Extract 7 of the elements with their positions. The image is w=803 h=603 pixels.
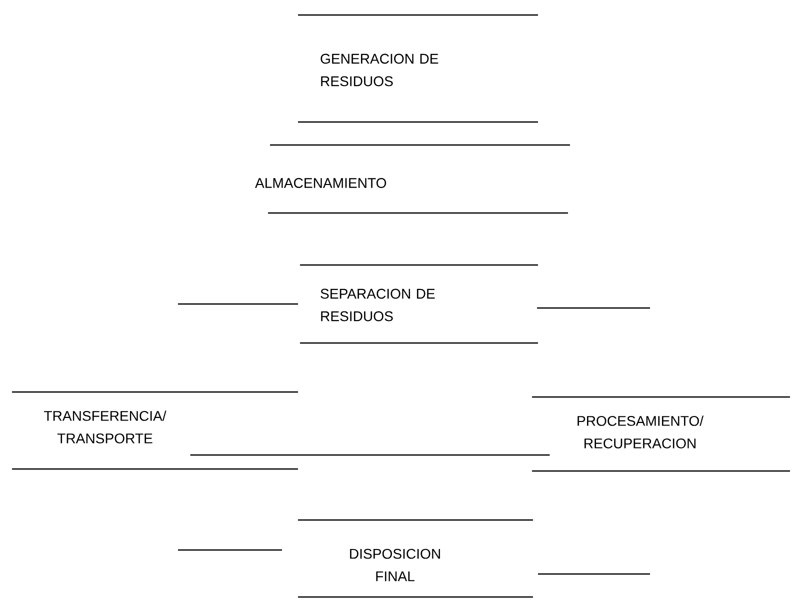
connector-line: [190, 454, 550, 456]
process-box: SEPARACION DE RESIDUOS: [300, 264, 538, 344]
process-box: DISPOSICION FINAL: [298, 519, 534, 598]
process-box: TRANSFERENCIA/ TRANSPORTE: [12, 391, 298, 470]
process-box: PROCESAMIENTO/ RECUPERACION: [532, 396, 790, 472]
process-box: GENERACION DE RESIDUOS: [298, 14, 538, 123]
process-box: ALMACENAMIENTO: [255, 144, 570, 214]
